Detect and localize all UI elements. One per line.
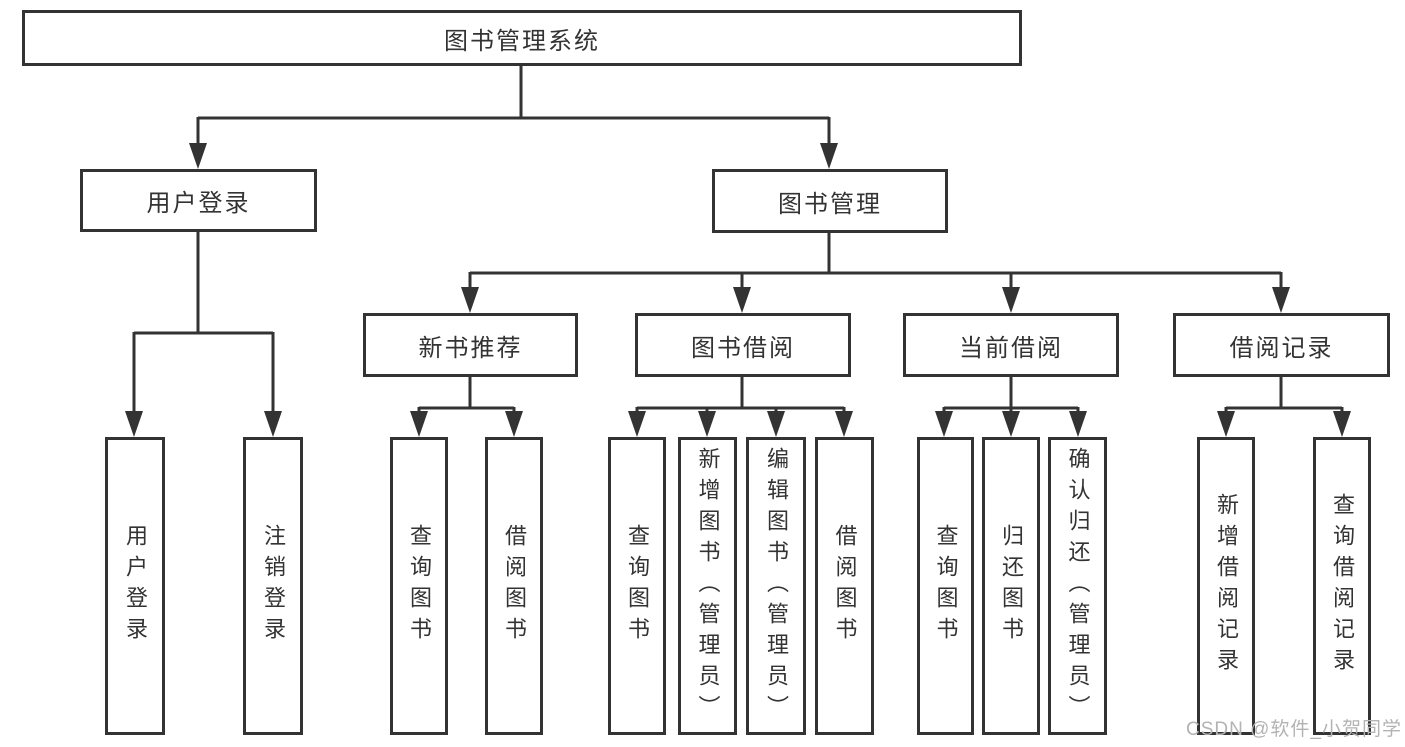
leaf-br-query-record-label: 查询借阅记录 <box>1330 493 1355 679</box>
leaf-bb-add-book-admin-label: 新增图书（管理员） <box>695 446 721 726</box>
leaf-cb-confirm-return-admin-label: 确认归还（管理员） <box>1065 446 1091 726</box>
node-new-book-recommend-label: 新书推荐 <box>418 334 523 362</box>
leaf-br-add-record: 新增借阅记录 <box>1197 437 1255 735</box>
node-book-borrow-label: 图书借阅 <box>691 334 795 362</box>
node-root-label: 图书管理系统 <box>444 27 600 55</box>
node-user-login-group: 用户登录 <box>80 169 317 232</box>
node-current-borrow: 当前借阅 <box>903 313 1119 377</box>
node-root: 图书管理系统 <box>22 10 1022 66</box>
leaf-user-login: 用户登录 <box>105 437 165 735</box>
leaf-bb-borrow-book: 借阅图书 <box>815 437 874 735</box>
leaf-nbr-query-book: 查询图书 <box>390 437 448 735</box>
node-borrow-records-label: 借阅记录 <box>1229 334 1334 362</box>
node-current-borrow-label: 当前借阅 <box>959 334 1063 362</box>
leaf-bb-edit-book-admin: 编辑图书（管理员） <box>746 437 806 735</box>
leaf-bb-query-book: 查询图书 <box>608 437 666 735</box>
leaf-bb-borrow-book-label: 借阅图书 <box>832 524 858 648</box>
node-book-borrow: 图书借阅 <box>635 313 851 377</box>
leaf-br-query-record: 查询借阅记录 <box>1313 437 1371 735</box>
leaf-br-add-record-label: 新增借阅记录 <box>1214 493 1239 679</box>
node-user-login-group-label: 用户登录 <box>146 190 251 217</box>
csdn-watermark: CSDN @软件_小贺同学 <box>1186 719 1402 740</box>
node-borrow-records: 借阅记录 <box>1173 313 1390 377</box>
node-book-management-label: 图书管理 <box>778 190 882 218</box>
node-new-book-recommend: 新书推荐 <box>363 313 578 377</box>
leaf-cb-return-book: 归还图书 <box>982 437 1040 735</box>
leaf-user-login-label: 用户登录 <box>123 524 148 648</box>
leaf-cb-query-book-label: 查询图书 <box>933 524 959 648</box>
leaf-logout: 注销登录 <box>243 437 303 735</box>
leaf-bb-edit-book-admin-label: 编辑图书（管理员） <box>764 446 789 726</box>
node-book-management: 图书管理 <box>712 169 948 233</box>
leaf-nbr-borrow-book-label: 借阅图书 <box>502 524 527 648</box>
leaf-cb-confirm-return-admin: 确认归还（管理员） <box>1048 437 1107 735</box>
leaf-bb-query-book-label: 查询图书 <box>625 524 650 648</box>
leaf-cb-query-book: 查询图书 <box>917 437 974 735</box>
leaf-nbr-query-book-label: 查询图书 <box>407 524 432 648</box>
leaf-bb-add-book-admin: 新增图书（管理员） <box>678 437 737 735</box>
leaf-nbr-borrow-book: 借阅图书 <box>485 437 543 735</box>
leaf-logout-label: 注销登录 <box>261 524 286 648</box>
leaf-cb-return-book-label: 归还图书 <box>999 524 1024 648</box>
